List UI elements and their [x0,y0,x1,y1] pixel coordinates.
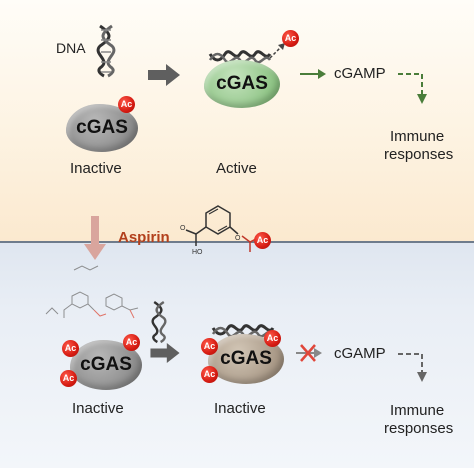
active-state-label: Active [216,160,257,177]
immune-label-bottom-2: responses [384,420,454,437]
aspirin-acetyl-badge: Ac [254,232,271,249]
aspirin-label: Aspirin [118,229,170,246]
left-inactive-state-label: Inactive [72,400,124,417]
red-x-icon [296,344,322,362]
dna-label: DNA [56,40,86,56]
acetyl-badge: Ac [62,340,79,357]
downward-arrow-icon [84,216,106,260]
cgamp-label-bottom: cGAMP [334,345,386,362]
immune-label-top-1: Immune [390,128,445,145]
gray-dashed-elbow-arrow [398,353,427,382]
acetyl-badge: Ac [118,96,135,113]
svg-text:HO: HO [192,249,203,256]
svg-text:O: O [235,235,241,242]
released-acetyl-badge: Ac [282,30,299,47]
svg-text:O: O [180,225,186,232]
transition-arrow-bottom [150,343,180,363]
acetyl-badge: Ac [201,338,218,355]
immune-label-bottom-1: Immune [390,402,445,419]
cgas-active: cGAS [204,60,280,108]
transition-arrow-top [148,64,180,86]
green-arrow-icon [300,69,326,79]
aspirin-molecules-icon [45,265,139,319]
acetyl-badge: Ac [201,366,218,383]
dna-helix-icon [96,24,116,78]
cgamp-label-top: cGAMP [334,65,386,82]
aspirin-structure-icon: HO O O [180,205,259,256]
acetyl-badge: Ac [123,334,140,351]
panel-divider [0,241,474,243]
acetyl-badge: Ac [60,370,77,387]
right-inactive-state-label: Inactive [214,400,266,417]
immune-label-top-2: responses [384,146,454,163]
release-dashed-arrow [269,43,285,59]
acetyl-badge: Ac [264,330,281,347]
dna-helix-icon [151,301,167,344]
green-dashed-elbow-arrow [398,73,427,104]
inactive-state-label: Inactive [70,160,122,177]
